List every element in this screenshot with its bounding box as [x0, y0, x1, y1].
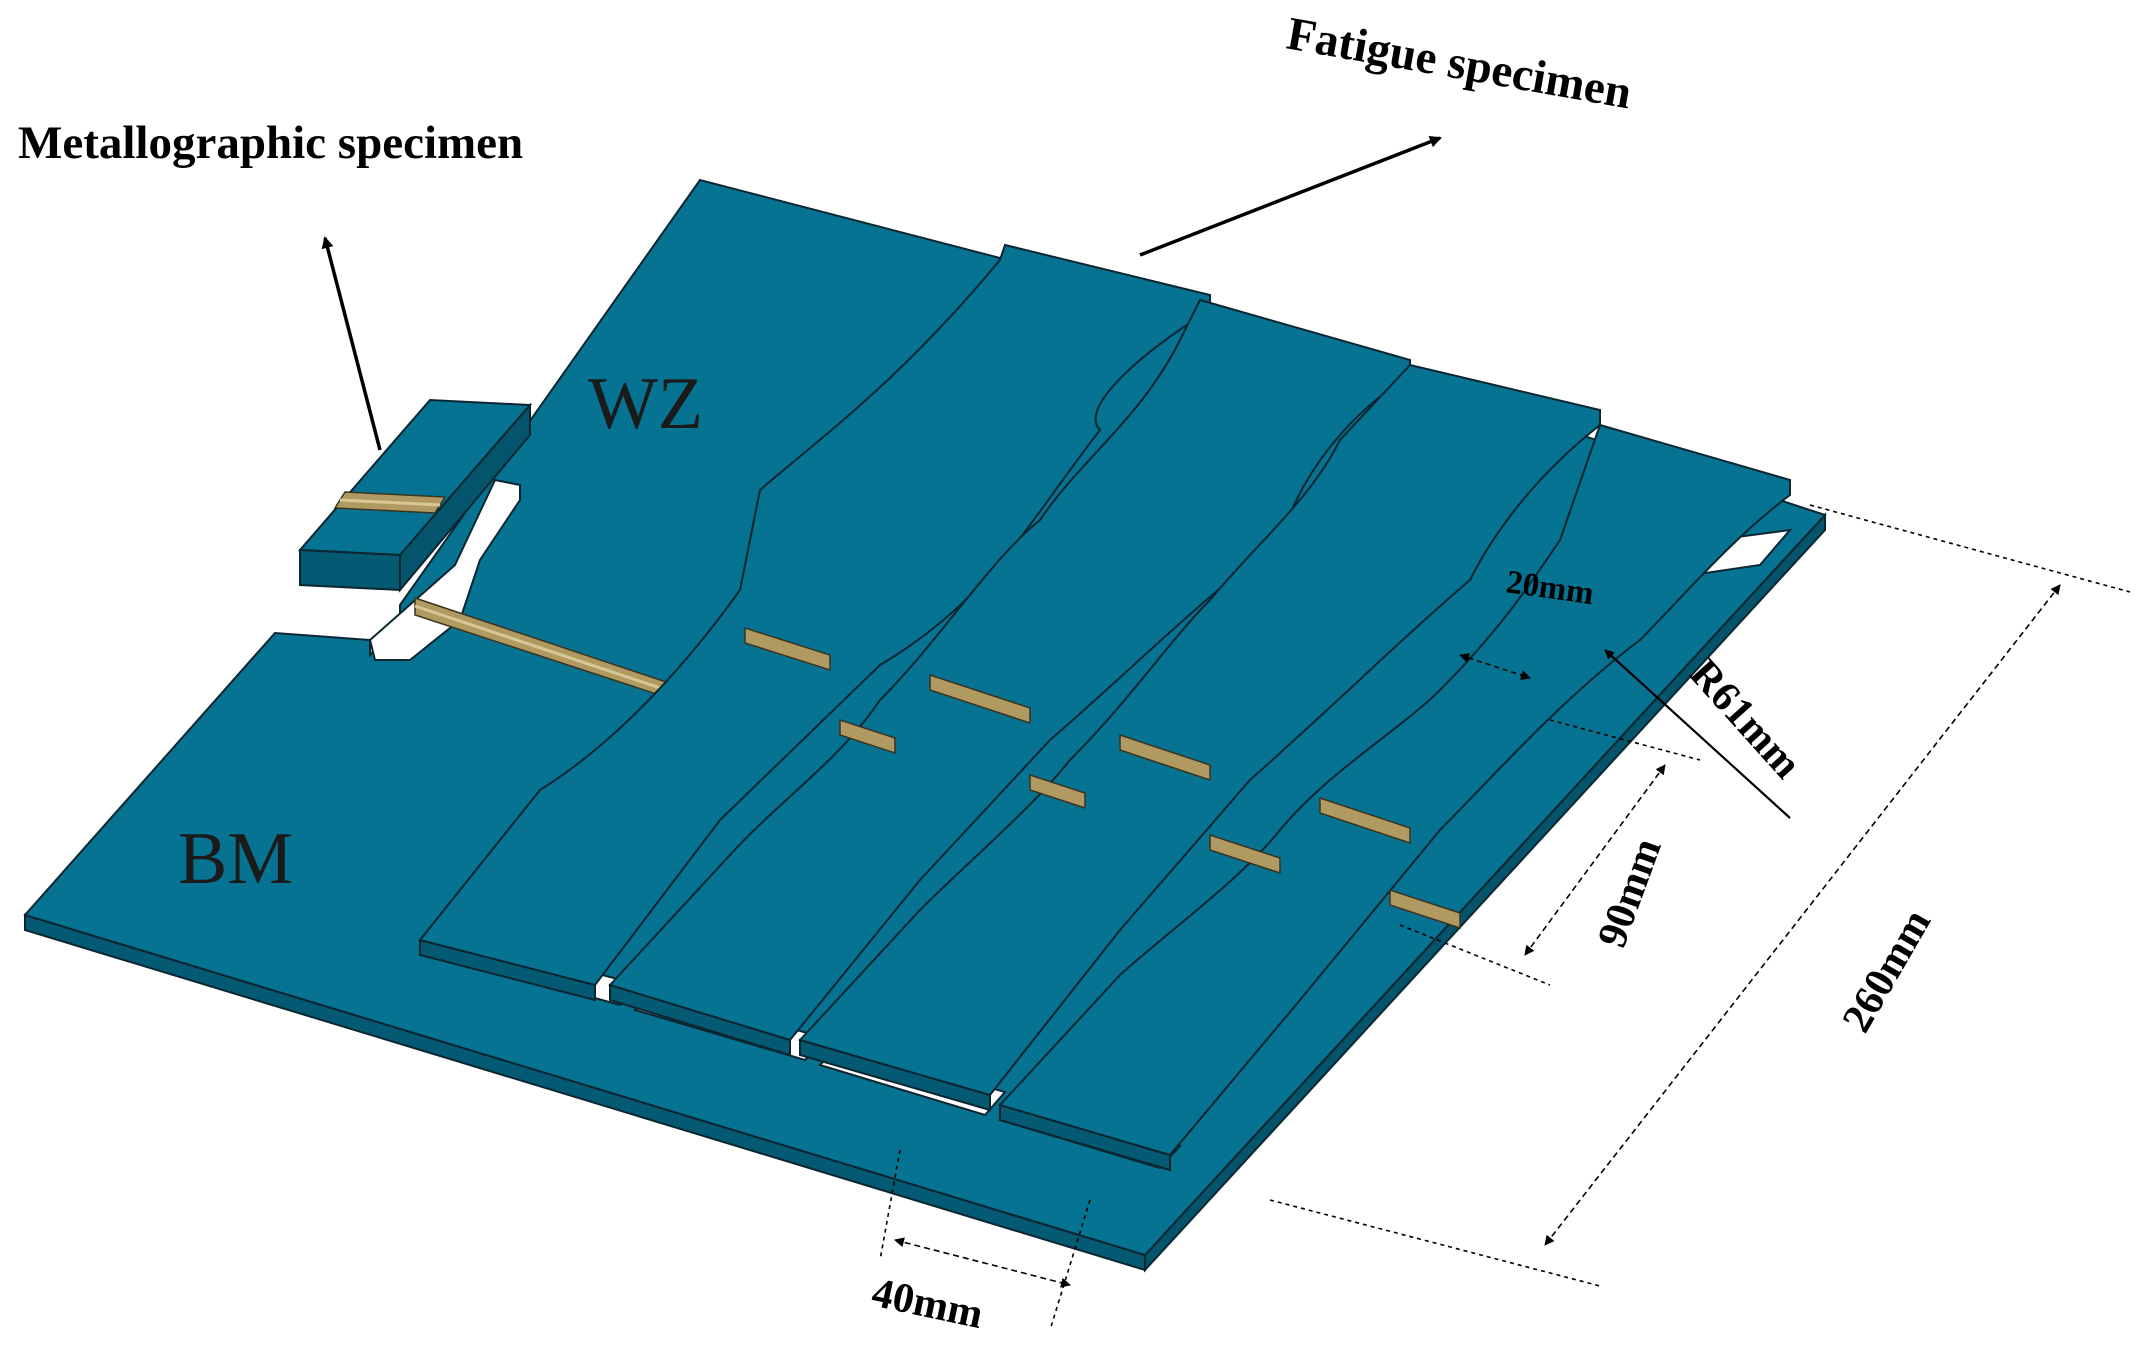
fatigue-specimen-2: [608, 298, 1411, 1057]
metallographic-arrow: [321, 236, 382, 451]
wz-label: WZ: [588, 363, 703, 445]
dim-260mm-label: 260mm: [1834, 902, 1940, 1040]
metallographic-specimen-label: Metallographic specimen: [18, 117, 523, 169]
dim-90mm-label: 90mm: [1589, 832, 1671, 953]
dim-40mm-label: 40mm: [868, 1270, 987, 1338]
fatigue-specimen-label: Fatigue specimen: [1283, 8, 1635, 120]
fatigue-specimen-3: [798, 363, 1601, 1112]
metallographic-notch: [368, 478, 521, 661]
metallographic-specimen-block: [297, 398, 533, 593]
dim-r61mm-label: R61mm: [1681, 651, 1810, 788]
dimension-lines: [879, 504, 2131, 1331]
fatigue-arrow: [1139, 136, 1442, 257]
bm-label: BM: [178, 818, 293, 900]
